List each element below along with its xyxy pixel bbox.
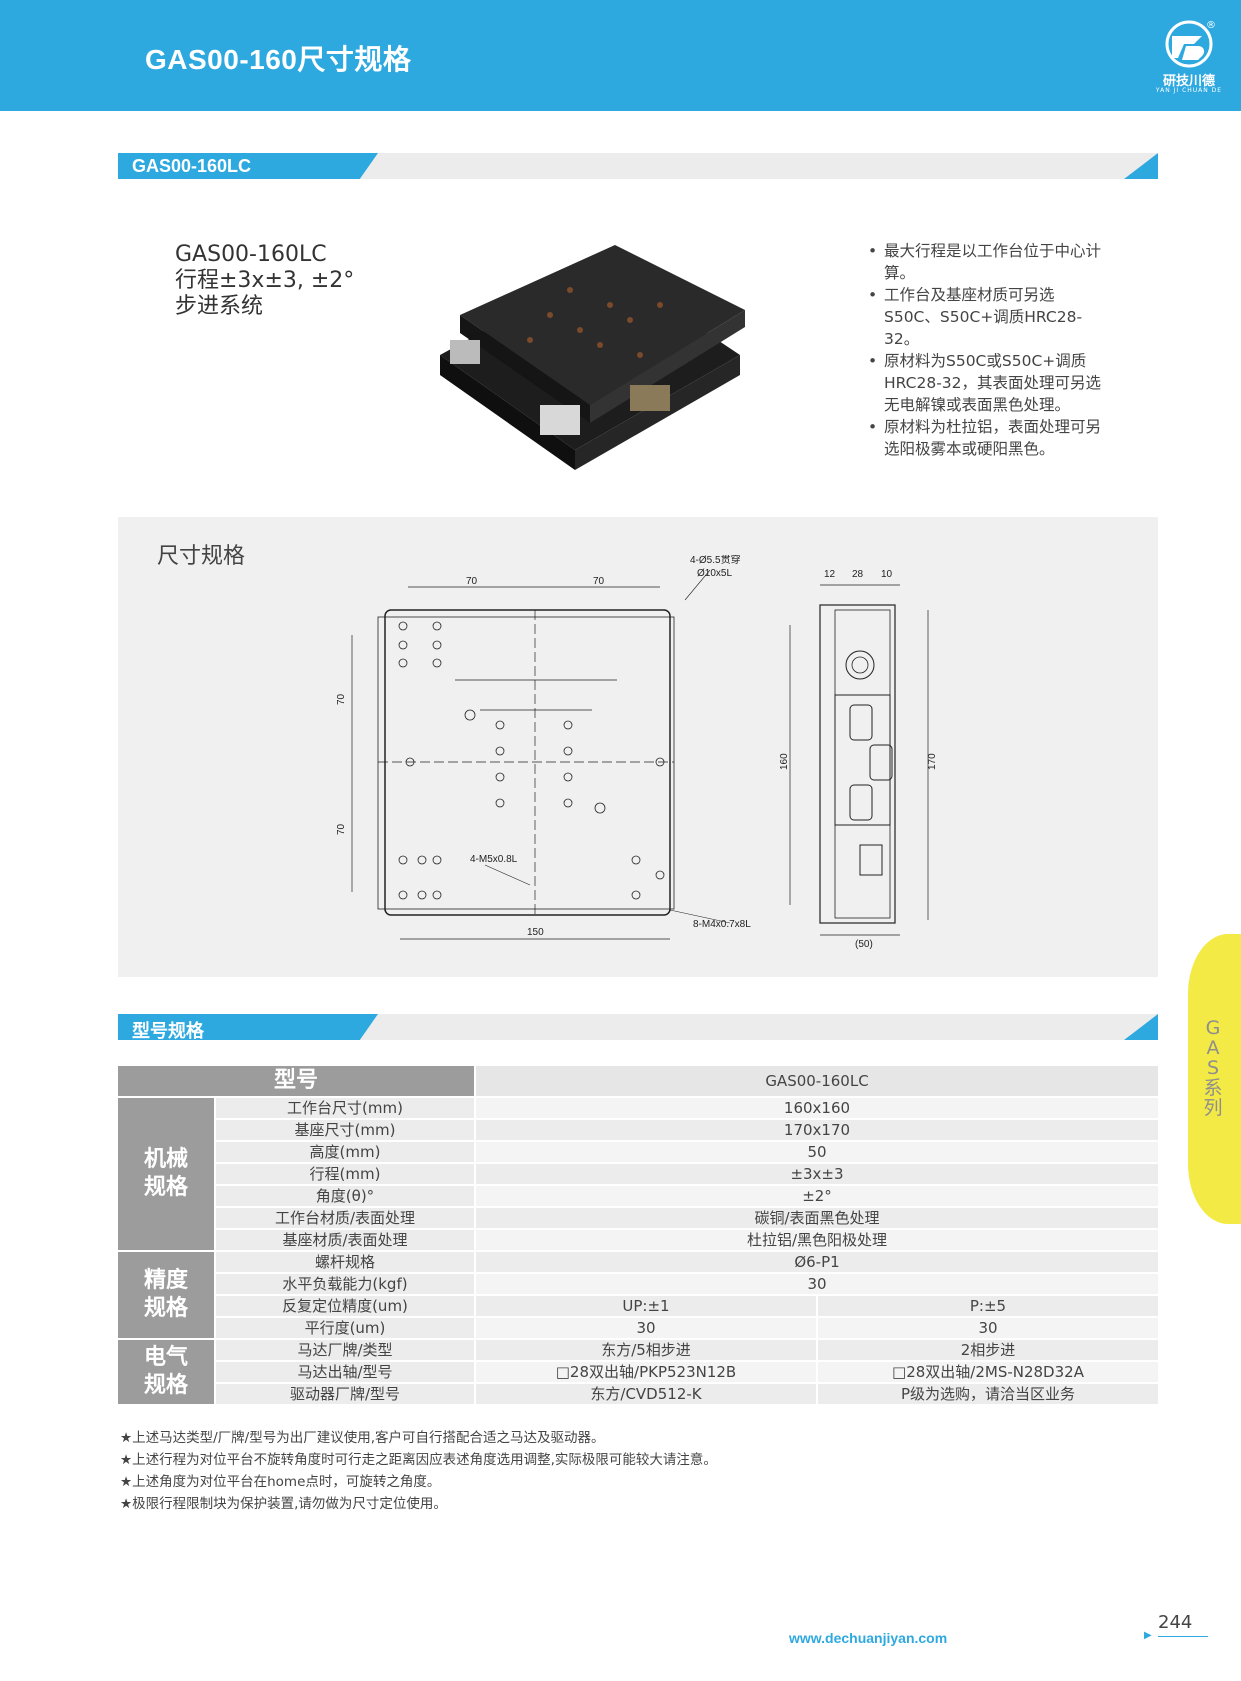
section-label: GAS00-160LC [132,156,252,176]
product-photo [440,245,745,470]
table-row: 电气 规格 马达厂牌/类型 东方/5相步进 2相步进 [118,1340,1158,1406]
brand-subtitle: YAN JI CHUAN DE [1155,87,1223,94]
dim-label: (50) [855,939,873,950]
table-row: 水平负载能力(kgf) 30 [118,1274,1158,1296]
table-header-row: 型号 GAS00-160LC [118,1066,1158,1098]
dimension-title: 尺寸规格 [157,544,246,569]
dim-label: 170 [927,753,938,770]
table-row: 工作台材质/表面处理 碳铜/表面黑色处理 [118,1208,1158,1230]
table-row: 机械 规格 工作台尺寸(mm) 160x160 [118,1098,1158,1252]
dim-label: 28 [852,569,864,580]
spec-table: 型号 GAS00-160LC 机械 规格 工作台尺寸(mm) 160x160 基… [118,1066,1158,1406]
dim-label: 70 [466,576,478,587]
feature-item: 最大行程是以工作台位于中心计算。 [868,240,1108,284]
table-row: 高度(mm) 50 [118,1142,1158,1164]
table-row: 反复定位精度(um) UP:±1 P:±5 [118,1296,1158,1318]
section-bar-specs: 型号规格 [118,1014,1158,1041]
website-link[interactable]: www.dechuanjiyan.com [789,1630,948,1646]
note-item: ★上述角度为对位平台在home点时，可旋转之角度。 [120,1474,441,1490]
category-precision: 精度 规格 [118,1252,216,1340]
dim-label: 4-M5x0.8L [470,854,518,865]
dim-label: 12 [824,569,836,580]
dim-label: 10 [881,569,893,580]
note-item: ★极限行程限制块为保护装置,请勿做为尺寸定位使用。 [120,1496,447,1512]
page-number: 244 [1158,1612,1193,1633]
dim-label: 70 [336,693,347,705]
table-row: 驱动器厂牌/型号 东方/CVD512-K P级为选购，请洽当区业务 [118,1384,1158,1406]
series-tab [1188,934,1241,1224]
section-label: 型号规格 [132,1021,204,1041]
note-item: ★上述马达类型/厂牌/型号为出厂建议使用,客户可自行搭配合适之马达及驱动器。 [120,1430,605,1446]
page-header [0,0,1241,111]
product-system: 步进系统 [175,294,264,319]
dim-label: 70 [336,823,347,835]
dimension-drawing: 70 70 4-Ø5.5贯穿 Ø10x5L 70 70 4-M5x0.8L 8-… [336,555,938,950]
arrow-right-icon: ▶ [1144,1630,1152,1641]
feature-item: 原材料为S50C或S50C+调质HRC28-32，其表面处理可另选无电解镍或表面… [868,350,1108,416]
table-row: 基座尺寸(mm) 170x170 [118,1120,1158,1142]
category-electrical: 电气 规格 [118,1340,216,1406]
table-row: 精度 规格 螺杆规格 Ø6-P1 [118,1252,1158,1340]
feature-list: 最大行程是以工作台位于中心计算。 工作台及基座材质可另选S50C、S50C+调质… [868,240,1108,460]
table-row: 马达出轴/型号 □28双出轴/PKP523N12B □28双出轴/2MS-N28… [118,1362,1158,1384]
feature-item: 工作台及基座材质可另选S50C、S50C+调质HRC28-32。 [868,284,1108,350]
brand-name: 研技川德 [1162,74,1215,89]
dim-label: 160 [779,753,790,770]
section-bar-model: GAS00-160LC [118,153,1158,179]
category-mechanical: 机械 规格 [118,1098,216,1252]
registered-mark: ® [1206,20,1216,31]
dim-label: 150 [527,927,544,938]
dim-label: 70 [593,576,605,587]
dim-label: 4-Ø5.5贯穿 [690,555,741,566]
dimension-panel [118,517,1158,977]
note-item: ★上述行程为对位平台不旋转角度时可行走之距离因应表述角度选用调整,实际极限可能较… [120,1452,717,1468]
dim-label: Ø10x5L [697,568,732,579]
page-title: GAS00-160尺寸规格 [145,44,412,75]
product-model: GAS00-160LC [175,242,327,267]
header-value: GAS00-160LC [476,1066,1158,1098]
page-rule [1158,1636,1208,1637]
feature-item: 原材料为杜拉铝，表面处理可另选阳极雾本或硬阳黑色。 [868,416,1108,460]
brand-logo-icon [1165,20,1213,68]
header-param: 型号 [118,1066,476,1098]
table-row: 角度(θ)° ±2° [118,1186,1158,1208]
dim-label: 8-M4x0.7x8L [693,919,751,930]
table-row: 行程(mm) ±3x±3 [118,1164,1158,1186]
table-row: 基座材质/表面处理 杜拉铝/黑色阳极处理 [118,1230,1158,1252]
product-travel: 行程±3x±3, ±2° [175,268,355,293]
table-row: 平行度(um) 30 30 [118,1318,1158,1340]
